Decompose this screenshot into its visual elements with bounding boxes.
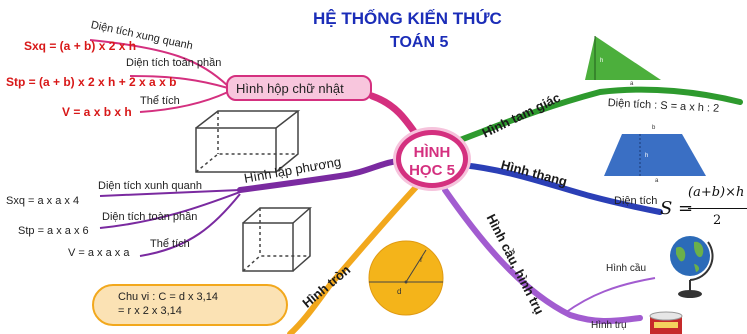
- tru-label: Hình trụ: [591, 320, 627, 331]
- branch-lap-sxq: [99, 189, 241, 197]
- branch-thang: [459, 162, 663, 215]
- lap-sxq-formula: Sxq = a x a x 4: [6, 195, 80, 207]
- circle-r-mark: r: [420, 255, 423, 264]
- hinh-hop-label: Hình hộp chữ nhật: [236, 81, 344, 96]
- thang-formula-S: S =: [660, 198, 694, 219]
- hop-v-formula: V = a x b x h: [62, 105, 132, 119]
- globe-icon: [670, 236, 714, 298]
- thang-formula-denominator: 2: [713, 213, 722, 228]
- hop-stp-label: Diện tích toàn phần: [126, 57, 222, 69]
- triangle-drawing: [585, 36, 661, 80]
- lap-stp-label: Diện tích toàn phần: [102, 211, 198, 223]
- branch-hop-sxq: [89, 39, 229, 87]
- circle-d-mark: d: [397, 287, 402, 296]
- trap-b-mark: b: [652, 125, 656, 131]
- lap-stp-formula: Stp = a x a x 6: [18, 225, 89, 237]
- trap-h-mark: h: [645, 153, 649, 159]
- triangle-a-mark: a: [630, 81, 634, 87]
- lap-sxq-label: Diện tích xunh quanh: [98, 180, 202, 192]
- branch-lap-stp: [99, 191, 241, 229]
- branch-lap-v: [139, 193, 241, 257]
- chu-vi-line-1: Chu vi : C = d x 3,14: [118, 291, 218, 303]
- branch-tam-giac: [457, 86, 743, 143]
- center-label-2: HỌC 5: [409, 162, 455, 179]
- branch-hop-stp: [129, 75, 229, 89]
- branch-cau: [564, 277, 656, 314]
- thang-fraction-bar: [688, 208, 747, 209]
- chu-vi-box: [92, 284, 288, 326]
- hop-sxq-formula: Sxq = (a + b) x 2 x h: [24, 39, 137, 53]
- circle-drawing: [368, 240, 444, 316]
- trap-a-mark: a: [655, 178, 659, 184]
- branch-tron: [287, 182, 421, 334]
- lap-v-formula: V = a x a x a: [68, 247, 130, 259]
- branch-cau-tru: [442, 187, 643, 325]
- title-line-1: HỆ THỐNG KIẾN THỨC: [313, 9, 502, 28]
- hop-v-label: Thể tích: [140, 95, 180, 107]
- branch-hop-v: [139, 91, 229, 113]
- cuboid-drawing: [195, 110, 301, 173]
- thang-formula-label: Diện tích: [614, 195, 658, 207]
- cube-drawing: [242, 207, 312, 272]
- center-label-1: HÌNH: [413, 144, 451, 161]
- trapezoid-drawing: [604, 134, 706, 176]
- triangle-h-mark: h: [600, 58, 604, 64]
- hop-stp-formula: Stp = (a + b) x 2 x h + 2 x a x b: [6, 75, 177, 89]
- title-line-2: TOÁN 5: [390, 34, 449, 51]
- cau-label: Hình cầu: [606, 263, 647, 274]
- lap-v-label: Thể tích: [150, 238, 190, 250]
- center-node: HÌNH HỌC 5: [396, 130, 468, 188]
- chu-vi-line-2: = r x 2 x 3,14: [118, 305, 182, 317]
- thang-formula-numerator: (a+b)×h: [688, 185, 745, 200]
- branch-lap-phuong: [237, 157, 408, 193]
- hinh-hop-box: [226, 75, 372, 101]
- cylinder-icon: [649, 311, 683, 334]
